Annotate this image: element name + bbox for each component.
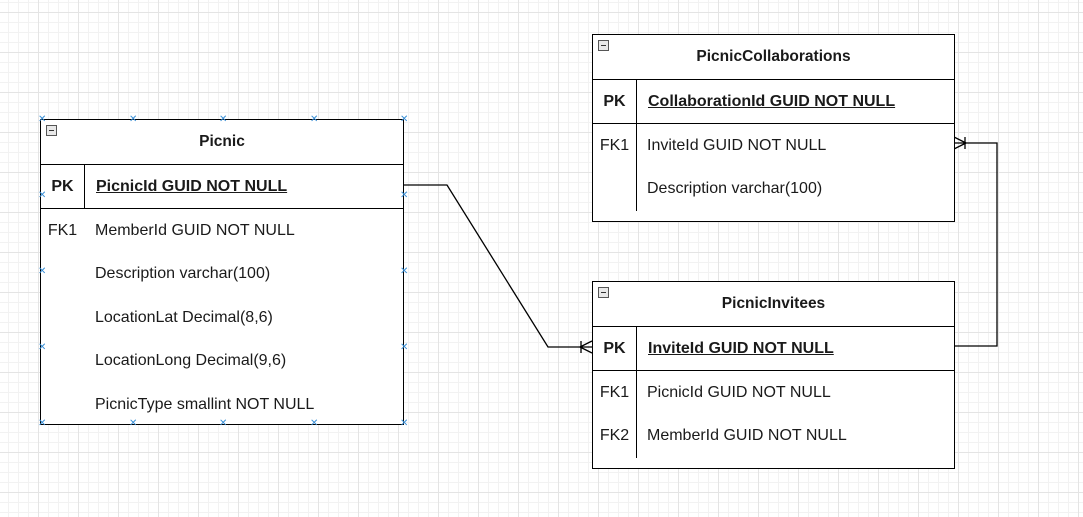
key-label: FK2 bbox=[599, 427, 630, 445]
resize-handle[interactable]: ✕ bbox=[310, 418, 319, 429]
entity-header: PicnicInvitees bbox=[593, 282, 954, 327]
key-label: PK bbox=[593, 80, 637, 123]
field-name: InviteId GUID NOT NULL bbox=[647, 136, 827, 154]
field-list: FK1 PicnicId GUID NOT NULL FK2 MemberId … bbox=[593, 371, 954, 458]
resize-handle[interactable]: ✕ bbox=[38, 114, 47, 125]
field-row[interactable]: Description varchar(100) bbox=[41, 253, 403, 297]
field-row[interactable]: PicnicType smallint NOT NULL bbox=[41, 383, 403, 427]
crowfoot-many-icon bbox=[953, 136, 967, 150]
resize-handle[interactable]: ✕ bbox=[38, 342, 47, 353]
field-row[interactable]: FK1 MemberId GUID NOT NULL bbox=[41, 209, 403, 253]
collapse-icon[interactable] bbox=[46, 125, 57, 136]
crowfoot-many-icon bbox=[579, 340, 593, 354]
collapse-icon[interactable] bbox=[598, 287, 609, 298]
field-name: MemberId GUID NOT NULL bbox=[95, 221, 295, 239]
entity-title: Picnic bbox=[199, 133, 245, 150]
field-row[interactable]: LocationLong Decimal(9,6) bbox=[41, 340, 403, 384]
field-name: LocationLong Decimal(9,6) bbox=[95, 352, 287, 370]
field-name: InviteId GUID NOT NULL bbox=[648, 339, 834, 357]
collapse-icon[interactable] bbox=[598, 40, 609, 51]
field-name: PicnicId GUID NOT NULL bbox=[96, 177, 288, 195]
resize-handle[interactable]: ✕ bbox=[38, 418, 47, 429]
field-row[interactable]: FK2 MemberId GUID NOT NULL bbox=[593, 415, 954, 459]
key-label: FK1 bbox=[47, 221, 78, 239]
field-name: CollaborationId GUID NOT NULL bbox=[648, 92, 896, 110]
resize-handle[interactable]: ✕ bbox=[219, 114, 228, 125]
resize-handle[interactable]: ✕ bbox=[400, 190, 409, 201]
field-name: Description varchar(100) bbox=[647, 180, 823, 198]
key-label bbox=[41, 383, 84, 427]
primary-key-row[interactable]: PK PicnicId GUID NOT NULL bbox=[41, 165, 403, 209]
entity-header: PicnicCollaborations bbox=[593, 35, 954, 80]
connector-picnic-invitees[interactable] bbox=[403, 184, 592, 348]
connector-invitees-collaborations[interactable] bbox=[954, 142, 998, 347]
field-name: MemberId GUID NOT NULL bbox=[647, 427, 847, 445]
resize-handle[interactable]: ✕ bbox=[219, 418, 228, 429]
resize-handle[interactable]: ✕ bbox=[129, 418, 138, 429]
field-list: FK1 InviteId GUID NOT NULL Description v… bbox=[593, 124, 954, 211]
entity-header: Picnic bbox=[41, 120, 403, 165]
entity-title: PicnicCollaborations bbox=[696, 48, 851, 65]
key-label: FK1 bbox=[599, 383, 630, 401]
entity-picnic-collaborations[interactable]: PicnicCollaborations PK CollaborationId … bbox=[592, 34, 955, 222]
key-label: PK bbox=[41, 165, 85, 208]
entity-title: PicnicInvitees bbox=[721, 295, 826, 312]
entity-picnic-invitees[interactable]: PicnicInvitees PK InviteId GUID NOT NULL… bbox=[592, 281, 955, 469]
key-label bbox=[41, 253, 84, 297]
field-row[interactable]: FK1 PicnicId GUID NOT NULL bbox=[593, 371, 954, 415]
key-label: FK1 bbox=[599, 136, 630, 154]
field-row[interactable]: FK1 InviteId GUID NOT NULL bbox=[593, 124, 954, 168]
field-name: PicnicId GUID NOT NULL bbox=[647, 383, 831, 401]
entity-picnic[interactable]: Picnic PK PicnicId GUID NOT NULL FK1 Mem… bbox=[40, 119, 404, 425]
resize-handle[interactable]: ✕ bbox=[400, 418, 409, 429]
key-label bbox=[41, 296, 84, 340]
resize-handle[interactable]: ✕ bbox=[38, 266, 47, 277]
key-label: PK bbox=[593, 327, 637, 370]
field-list: FK1 MemberId GUID NOT NULL Description v… bbox=[41, 209, 403, 427]
key-label bbox=[41, 340, 84, 384]
resize-handle[interactable]: ✕ bbox=[400, 342, 409, 353]
field-name: Description varchar(100) bbox=[95, 265, 271, 283]
primary-key-row[interactable]: PK CollaborationId GUID NOT NULL bbox=[593, 80, 954, 124]
resize-handle[interactable]: ✕ bbox=[38, 190, 47, 201]
field-row[interactable]: LocationLat Decimal(8,6) bbox=[41, 296, 403, 340]
field-name: LocationLat Decimal(8,6) bbox=[95, 308, 273, 326]
resize-handle[interactable]: ✕ bbox=[400, 114, 409, 125]
resize-handle[interactable]: ✕ bbox=[129, 114, 138, 125]
field-row[interactable]: Description varchar(100) bbox=[593, 168, 954, 212]
primary-key-row[interactable]: PK InviteId GUID NOT NULL bbox=[593, 327, 954, 371]
key-label bbox=[593, 168, 636, 212]
field-name: PicnicType smallint NOT NULL bbox=[95, 395, 315, 413]
resize-handle[interactable]: ✕ bbox=[310, 114, 319, 125]
resize-handle[interactable]: ✕ bbox=[400, 266, 409, 277]
